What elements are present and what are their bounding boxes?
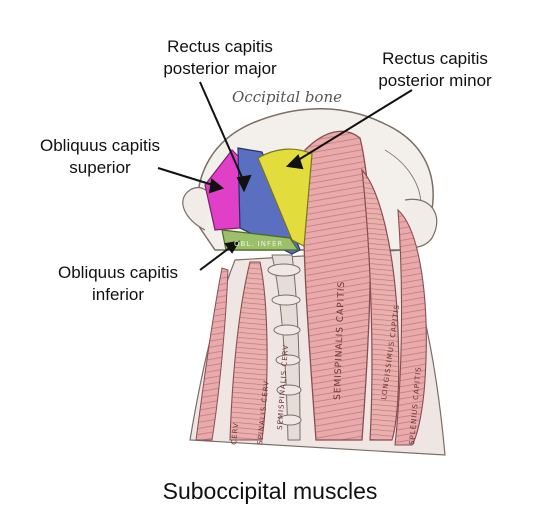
label-rcp-minor: Rectus capitis posterior minor <box>360 48 510 92</box>
vertebra-1 <box>267 263 301 277</box>
inlay-semispinalis-capitis: SEMISPINALIS CAPITIS <box>333 281 347 400</box>
rectus-capitis-posterior-major-muscle <box>237 147 301 255</box>
left-neck-muscle <box>229 261 268 441</box>
vertebra-5 <box>276 384 302 396</box>
vertebra-4 <box>275 354 301 366</box>
arrowhead-rcp-major <box>236 174 252 193</box>
label-rcp-major-line1: Rectus capitis <box>167 37 273 56</box>
figure-caption: Suboccipital muscles <box>162 478 378 504</box>
splenius-capitis-muscle <box>394 208 427 446</box>
pointer-obl-inf <box>199 245 233 271</box>
label-obl-sup-line1: Obliquus capitis <box>39 136 160 155</box>
rectus-capitis-posterior-minor-muscle <box>257 148 313 247</box>
label-rcp-minor-line1: Rectus capitis <box>382 49 488 68</box>
vertebra-2 <box>271 294 301 306</box>
label-obl-sup-line2: superior <box>69 158 131 177</box>
pointer-obl-sup <box>157 167 217 187</box>
pointer-rcp-minor <box>294 89 413 163</box>
vertebra-6 <box>278 414 302 426</box>
label-rcp-major: Rectus capitis posterior major <box>145 36 295 80</box>
left-outer-muscle <box>195 267 229 441</box>
label-obl-inf: Obliquus capitis inferior <box>48 262 188 306</box>
label-rcp-major-line2: posterior major <box>163 59 277 78</box>
occipital-bone-label: Occipital bone <box>232 88 343 106</box>
pointer-rcp-major <box>199 81 245 183</box>
arrowhead-obl-sup <box>208 178 225 194</box>
semispinalis-capitis-muscle <box>302 130 372 441</box>
label-obl-inf-line1: Obliquus capitis <box>57 263 178 282</box>
inlay-cerv: CERV <box>230 422 240 445</box>
longissimus-capitis-muscle <box>361 168 400 441</box>
label-obl-inf-line2: inferior <box>92 285 144 304</box>
vertebra-3 <box>273 324 301 336</box>
arrowhead-rcp-minor <box>285 154 304 170</box>
inlay-obl-inf: OBL. INFER <box>234 240 283 248</box>
label-obl-sup: Obliquus capitis superior <box>30 135 170 179</box>
arrowhead-obl-inf <box>224 240 240 254</box>
label-rcp-minor-line2: posterior minor <box>378 71 492 90</box>
